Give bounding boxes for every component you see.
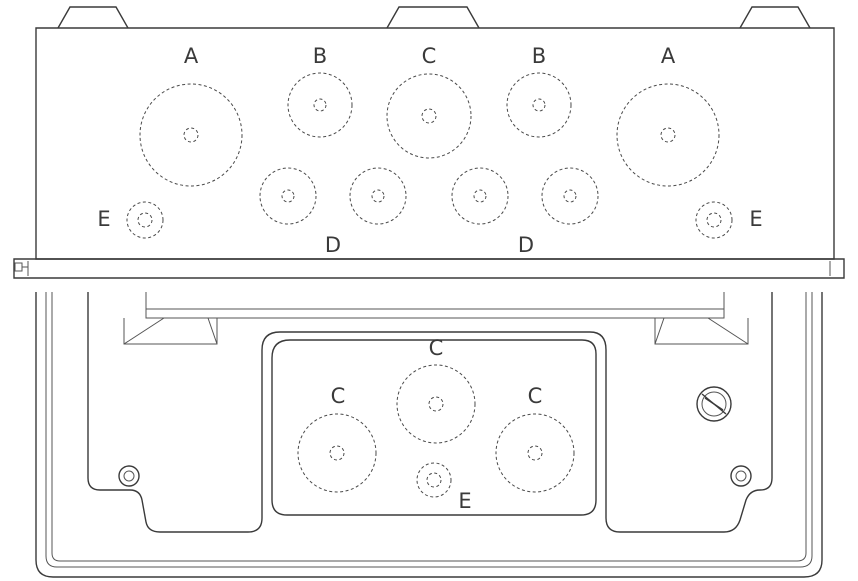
knockout-a-left [139, 83, 243, 187]
knockout-c-center [396, 364, 476, 444]
central-recess-panel [271, 339, 597, 516]
label-b-right: B [532, 44, 546, 68]
knockout-c-left [297, 413, 377, 493]
latch-screw-icon [696, 386, 732, 422]
mounting-tab-center [386, 6, 480, 29]
knockout-b-right [506, 72, 572, 138]
knockout-d-1 [259, 167, 317, 225]
flange-hinge-pin [14, 262, 23, 272]
bottom-outer-wall [35, 292, 823, 578]
bolt-right [730, 465, 752, 487]
knockout-d-3 [451, 167, 509, 225]
label-e-left: E [97, 207, 110, 231]
label-e-right: E [749, 207, 762, 231]
knockout-d-2 [349, 167, 407, 225]
label-a-left: A [184, 44, 199, 68]
mounting-tab-right [739, 6, 811, 29]
knockout-a-right [616, 83, 720, 187]
label-c-left: C [331, 384, 346, 408]
mounting-tab-left [57, 6, 129, 29]
top-view: A B C B A E E D D [13, 6, 845, 279]
label-d-right: D [518, 233, 534, 257]
label-b-left: B [313, 44, 327, 68]
knockout-c-top [386, 73, 472, 159]
bottom-view: C C C E [35, 292, 823, 578]
label-e-bottom: E [458, 489, 471, 513]
label-c-center: C [429, 336, 444, 360]
gusset-right [654, 317, 749, 345]
knockout-d-4 [541, 167, 599, 225]
knockout-e-bottom [416, 462, 452, 498]
label-c-right: C [528, 384, 543, 408]
knockout-c-right [495, 413, 575, 493]
inner-mounting-plate [87, 292, 773, 533]
top-panel-flange [13, 258, 845, 279]
knockout-b-left [287, 72, 353, 138]
gusset-left [123, 317, 218, 345]
upper-rail [145, 292, 725, 319]
label-c-top: C [422, 44, 437, 68]
bolt-left [118, 465, 140, 487]
label-a-right: A [661, 44, 676, 68]
label-d-left: D [325, 233, 341, 257]
knockout-e-left [126, 201, 164, 239]
knockout-e-right [695, 201, 733, 239]
